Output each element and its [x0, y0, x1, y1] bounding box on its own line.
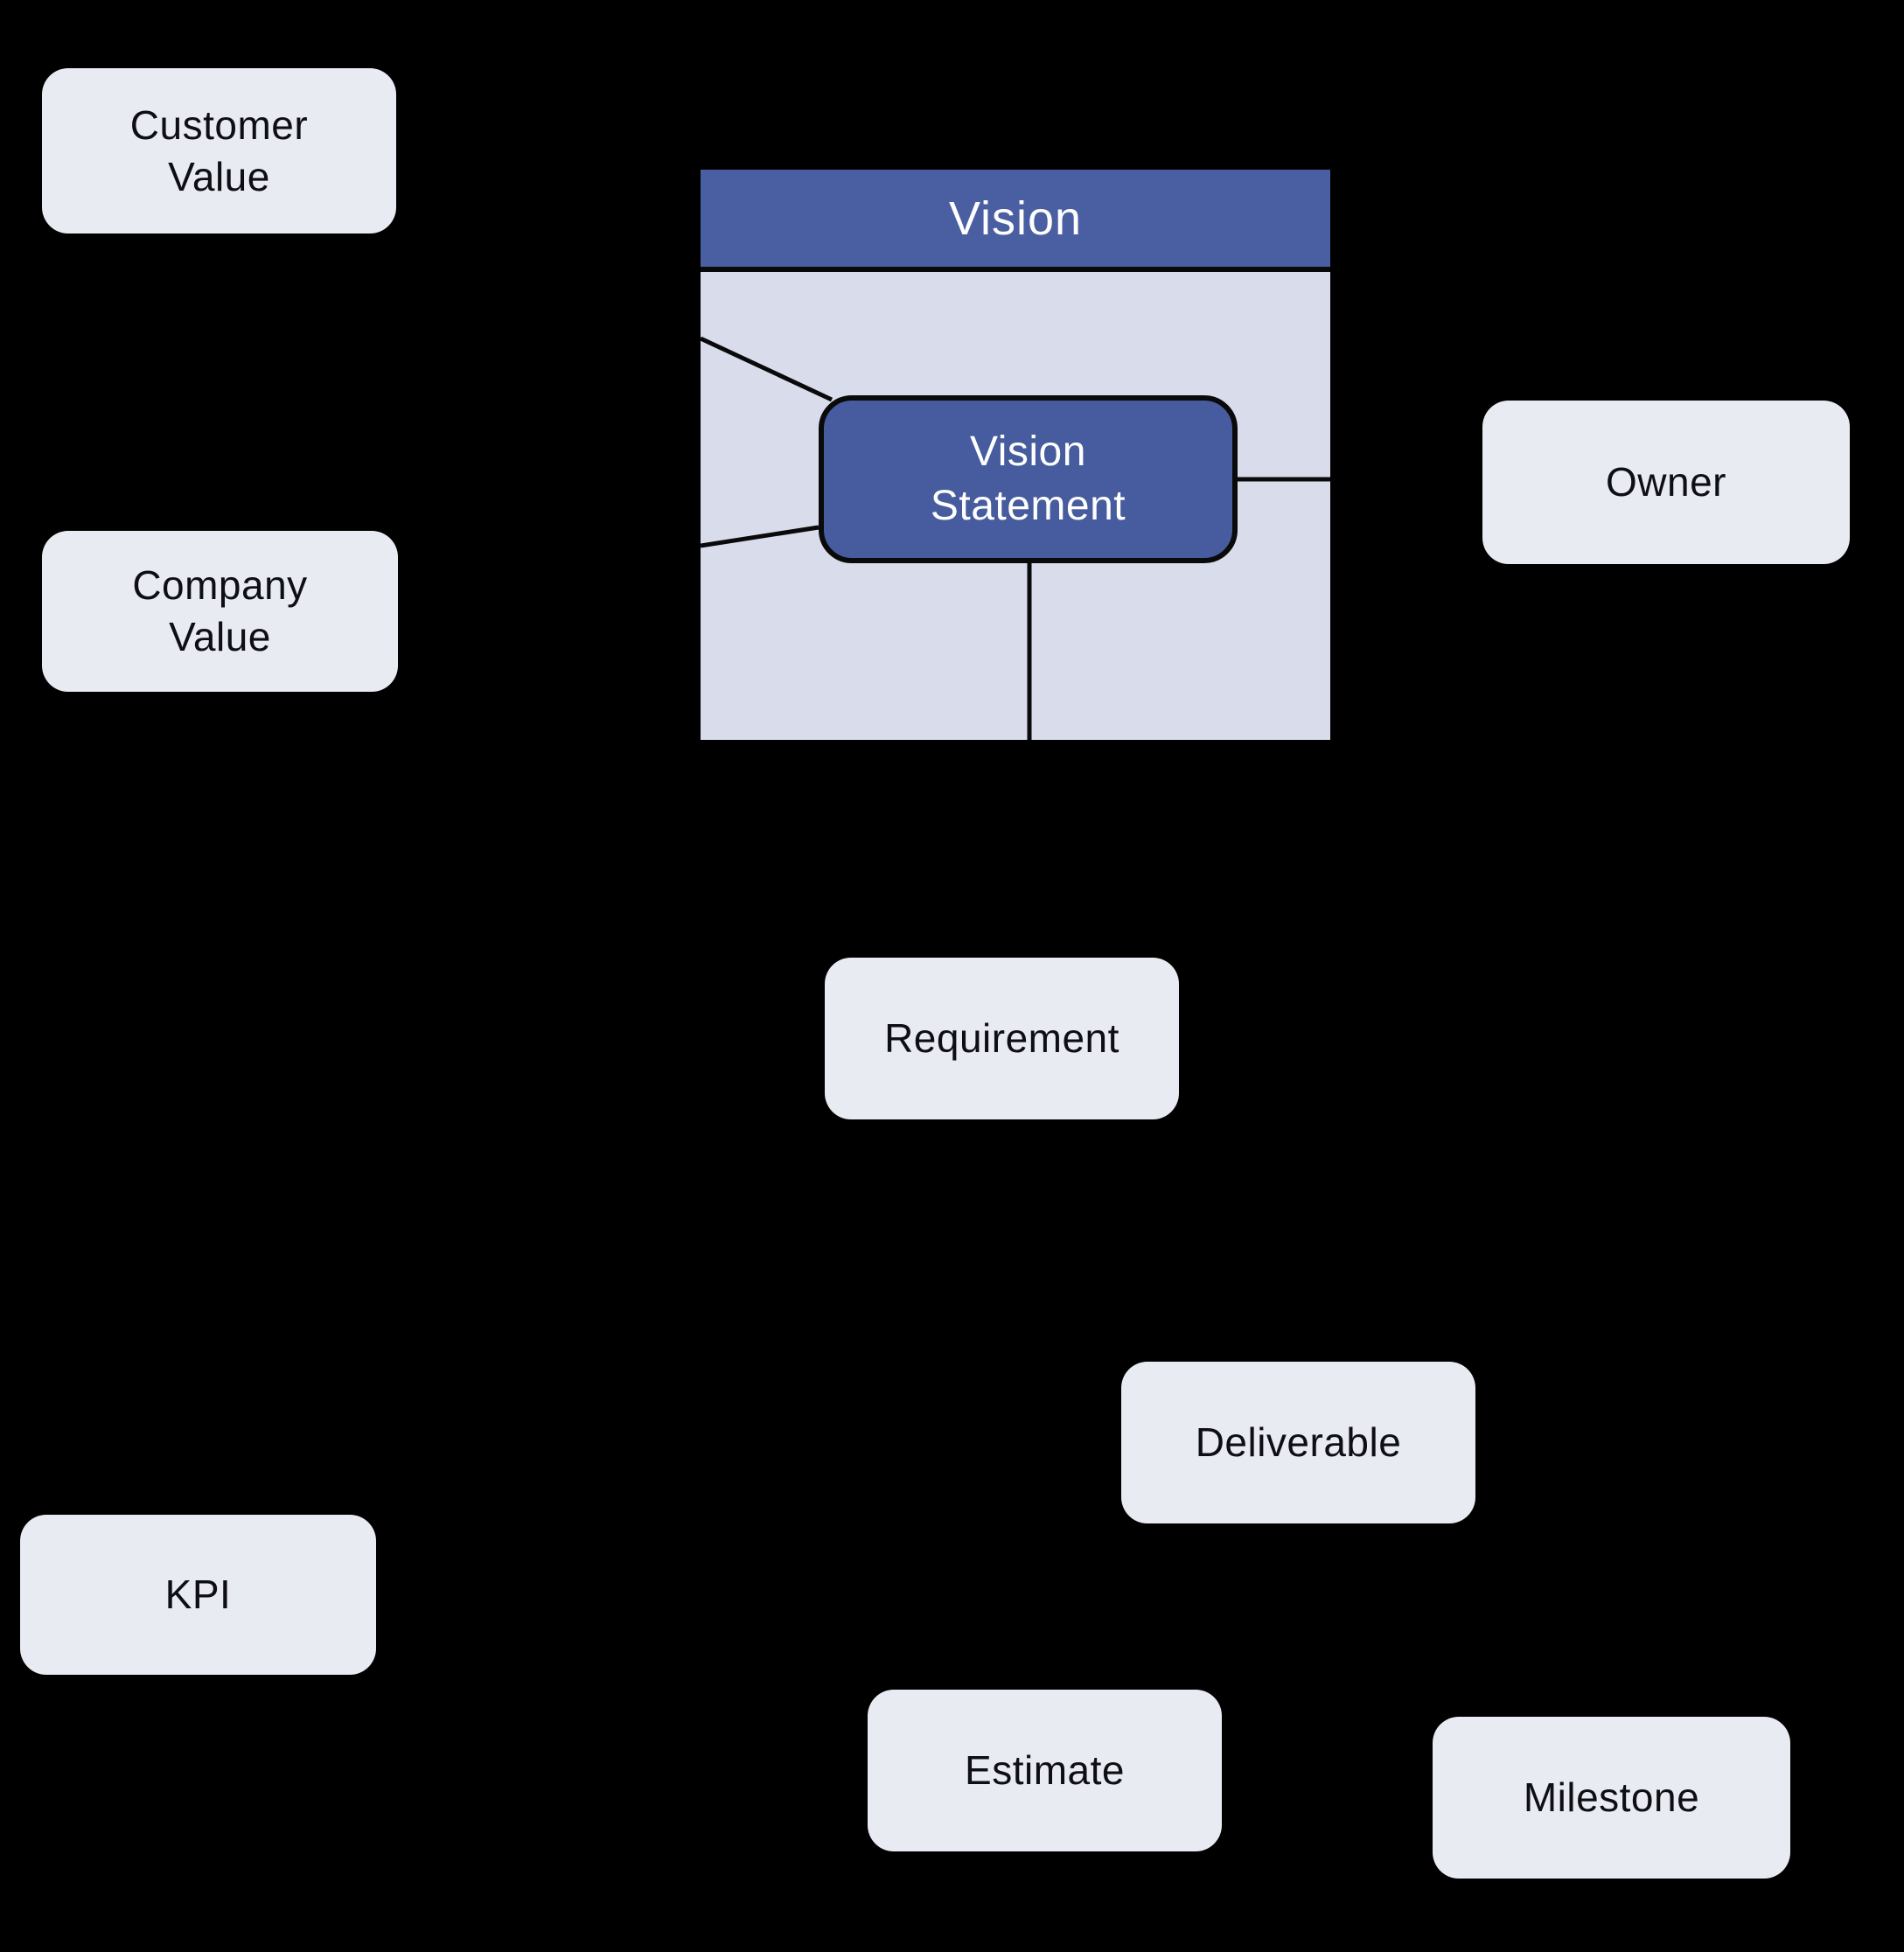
node-company-value: Company Value [42, 531, 398, 692]
node-estimate: Estimate [868, 1690, 1222, 1851]
connector-lines [701, 336, 1330, 740]
connector-upper-left [701, 336, 833, 402]
node-milestone: Milestone [1433, 1717, 1790, 1879]
node-customer-value: Customer Value [42, 68, 396, 234]
node-requirement: Requirement [825, 958, 1179, 1119]
vision-container: Vision Vision Statement [701, 170, 1330, 740]
vision-container-header: Vision [701, 170, 1330, 272]
vision-container-title: Vision [948, 192, 1083, 245]
node-deliverable: Deliverable [1121, 1362, 1475, 1523]
node-owner: Owner [1482, 401, 1850, 564]
connector-lower-left [701, 525, 819, 548]
node-kpi: KPI [20, 1515, 376, 1675]
node-vision-statement: Vision Statement [819, 395, 1238, 563]
